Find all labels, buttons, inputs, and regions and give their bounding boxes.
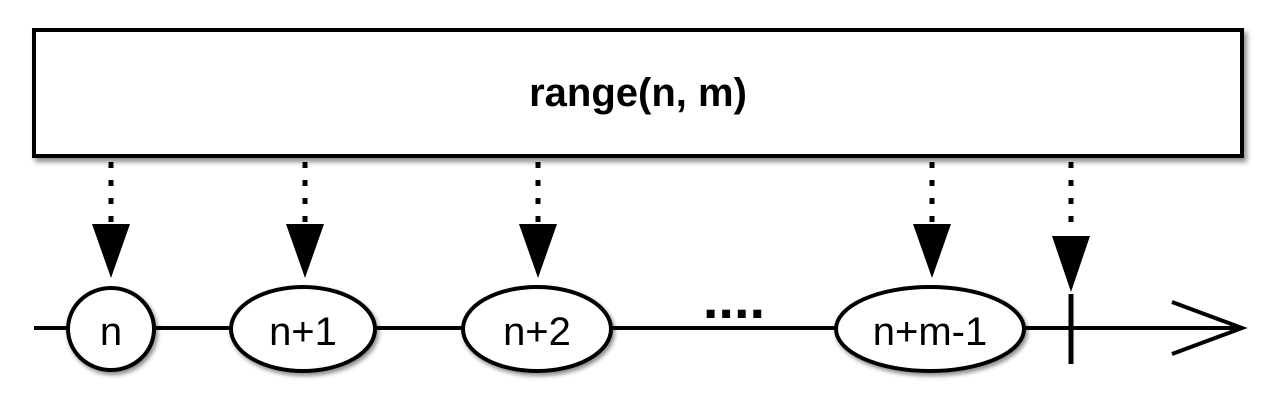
marble-label: n+2 [503, 310, 571, 354]
operator-label: range(n, m) [529, 70, 747, 115]
emission-arrow-3 [519, 162, 557, 278]
emission-arrow-2 [286, 162, 324, 278]
emission-arrow-1 [92, 162, 130, 278]
marble-label: n+m-1 [873, 310, 988, 354]
emission-arrow-4 [913, 162, 951, 278]
marble-label: n+1 [269, 310, 337, 354]
marble-n-plus-m-minus-1 [834, 285, 1026, 373]
marble-label: n [100, 310, 122, 354]
timeline-arrowhead [1171, 300, 1248, 356]
marble-n [66, 286, 156, 372]
ellipsis: .... [703, 267, 765, 330]
operator-box: range(n, m) [32, 28, 1244, 158]
marble-n-plus-1 [229, 285, 377, 373]
completion-arrow [1052, 162, 1090, 292]
marble-n-plus-2 [461, 285, 613, 373]
